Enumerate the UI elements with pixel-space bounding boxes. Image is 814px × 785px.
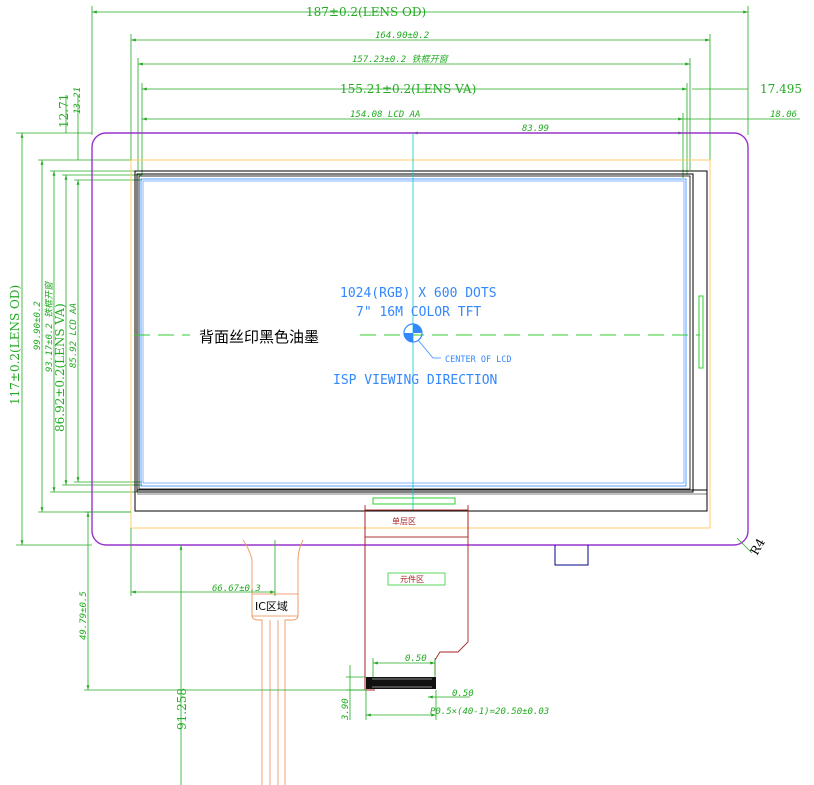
bottom-dimensions xyxy=(84,511,753,785)
left-dimension-labels: 12.71 13.21 117±0.2(LENS OD) 99.90±0.2 9… xyxy=(8,87,83,432)
panel-outline-outer xyxy=(134,170,708,512)
module-outlines xyxy=(91,132,749,566)
tab-notch xyxy=(554,545,589,566)
panel-outline-inner xyxy=(136,173,694,493)
component-area-box xyxy=(387,572,446,586)
right-small-label: 18.06 xyxy=(770,110,797,120)
pin-width-bottom-label: 0.50 xyxy=(452,689,474,699)
ic-fpc-tail xyxy=(242,539,304,785)
lens-outline xyxy=(91,132,749,546)
bezel-outline xyxy=(130,159,711,529)
single-layer-label: 单层区 xyxy=(392,516,416,526)
side-stiffener xyxy=(698,295,704,369)
d91-label: 91.258 xyxy=(175,688,189,730)
component-area-label: 元件区 xyxy=(400,574,424,584)
lens-od-label: 187±0.2(LENS OD) xyxy=(306,5,426,19)
back-print-label: 背面丝印黑色油墨 xyxy=(199,328,319,346)
window-157-label: 157.23±0.2 铁框开窗 xyxy=(352,54,449,65)
lens-va-outline xyxy=(138,175,691,490)
fpc-pad-lines xyxy=(372,678,432,688)
active-area-outline xyxy=(142,180,685,484)
pitch-label: P0.5×(40-1)=20.50±0.03 xyxy=(430,707,549,717)
lens-od-vertical-label: 117±0.2(LENS OD) xyxy=(8,285,22,405)
window-outline xyxy=(140,178,687,487)
pin-height-label: 3.90 xyxy=(341,698,351,721)
center-offset-label: 83.99 xyxy=(522,124,549,134)
center-lines xyxy=(134,133,700,510)
lens-va-label: 155.21±0.2(LENS VA) xyxy=(340,82,476,96)
lcd-aa-label: 154.08 LCD AA xyxy=(350,110,420,120)
fpc-offset-label: 66.67±0.3 xyxy=(212,584,261,594)
panel-type-label: 7" 16M COLOR TFT xyxy=(356,305,481,320)
top-offset-label: 12.71 xyxy=(57,94,71,128)
top-offset-small-label: 13.21 xyxy=(73,87,83,114)
top-dimension-labels: 187±0.2(LENS OD) 164.90±0.2 157.23±0.2 铁… xyxy=(306,5,802,134)
fpc-single-layer-box xyxy=(364,509,469,538)
resolution-label: 1024(RGB) X 600 DOTS xyxy=(340,286,497,301)
lens-va-vertical-label: 86.92±0.2(LENS VA) xyxy=(53,303,67,432)
ic-area-label: IC区域 xyxy=(255,600,288,613)
viewing-direction-label: ISP VIEWING DIRECTION xyxy=(333,373,497,388)
pin-width-top-label: 0.50 xyxy=(405,654,427,664)
fpc-bond-pad xyxy=(372,497,456,505)
window-164-label: 164.90±0.2 xyxy=(375,31,429,41)
right-offset-label: 17.495 xyxy=(760,82,802,96)
fpc-contact-pads xyxy=(366,677,436,689)
center-of-lcd-label: CENTER OF LCD xyxy=(445,355,512,365)
lcd-aa-vertical-label: 85.92 LCD AA xyxy=(69,303,79,368)
corner-radius-label: R4 xyxy=(747,536,768,558)
d49-label: 49.79±0.5 xyxy=(79,591,89,640)
window-99-label: 99.90±0.2 xyxy=(33,301,43,350)
center-text: 1024(RGB) X 600 DOTS 7" 16M COLOR TFT 背面… xyxy=(199,286,512,388)
window-93-label: 93.17±0.2 铁框开窗 xyxy=(44,281,55,372)
bottom-dimension-labels: R4 66.67±0.3 IC区域 单层区 元件区 49.79±0.5 91.2… xyxy=(79,516,768,730)
